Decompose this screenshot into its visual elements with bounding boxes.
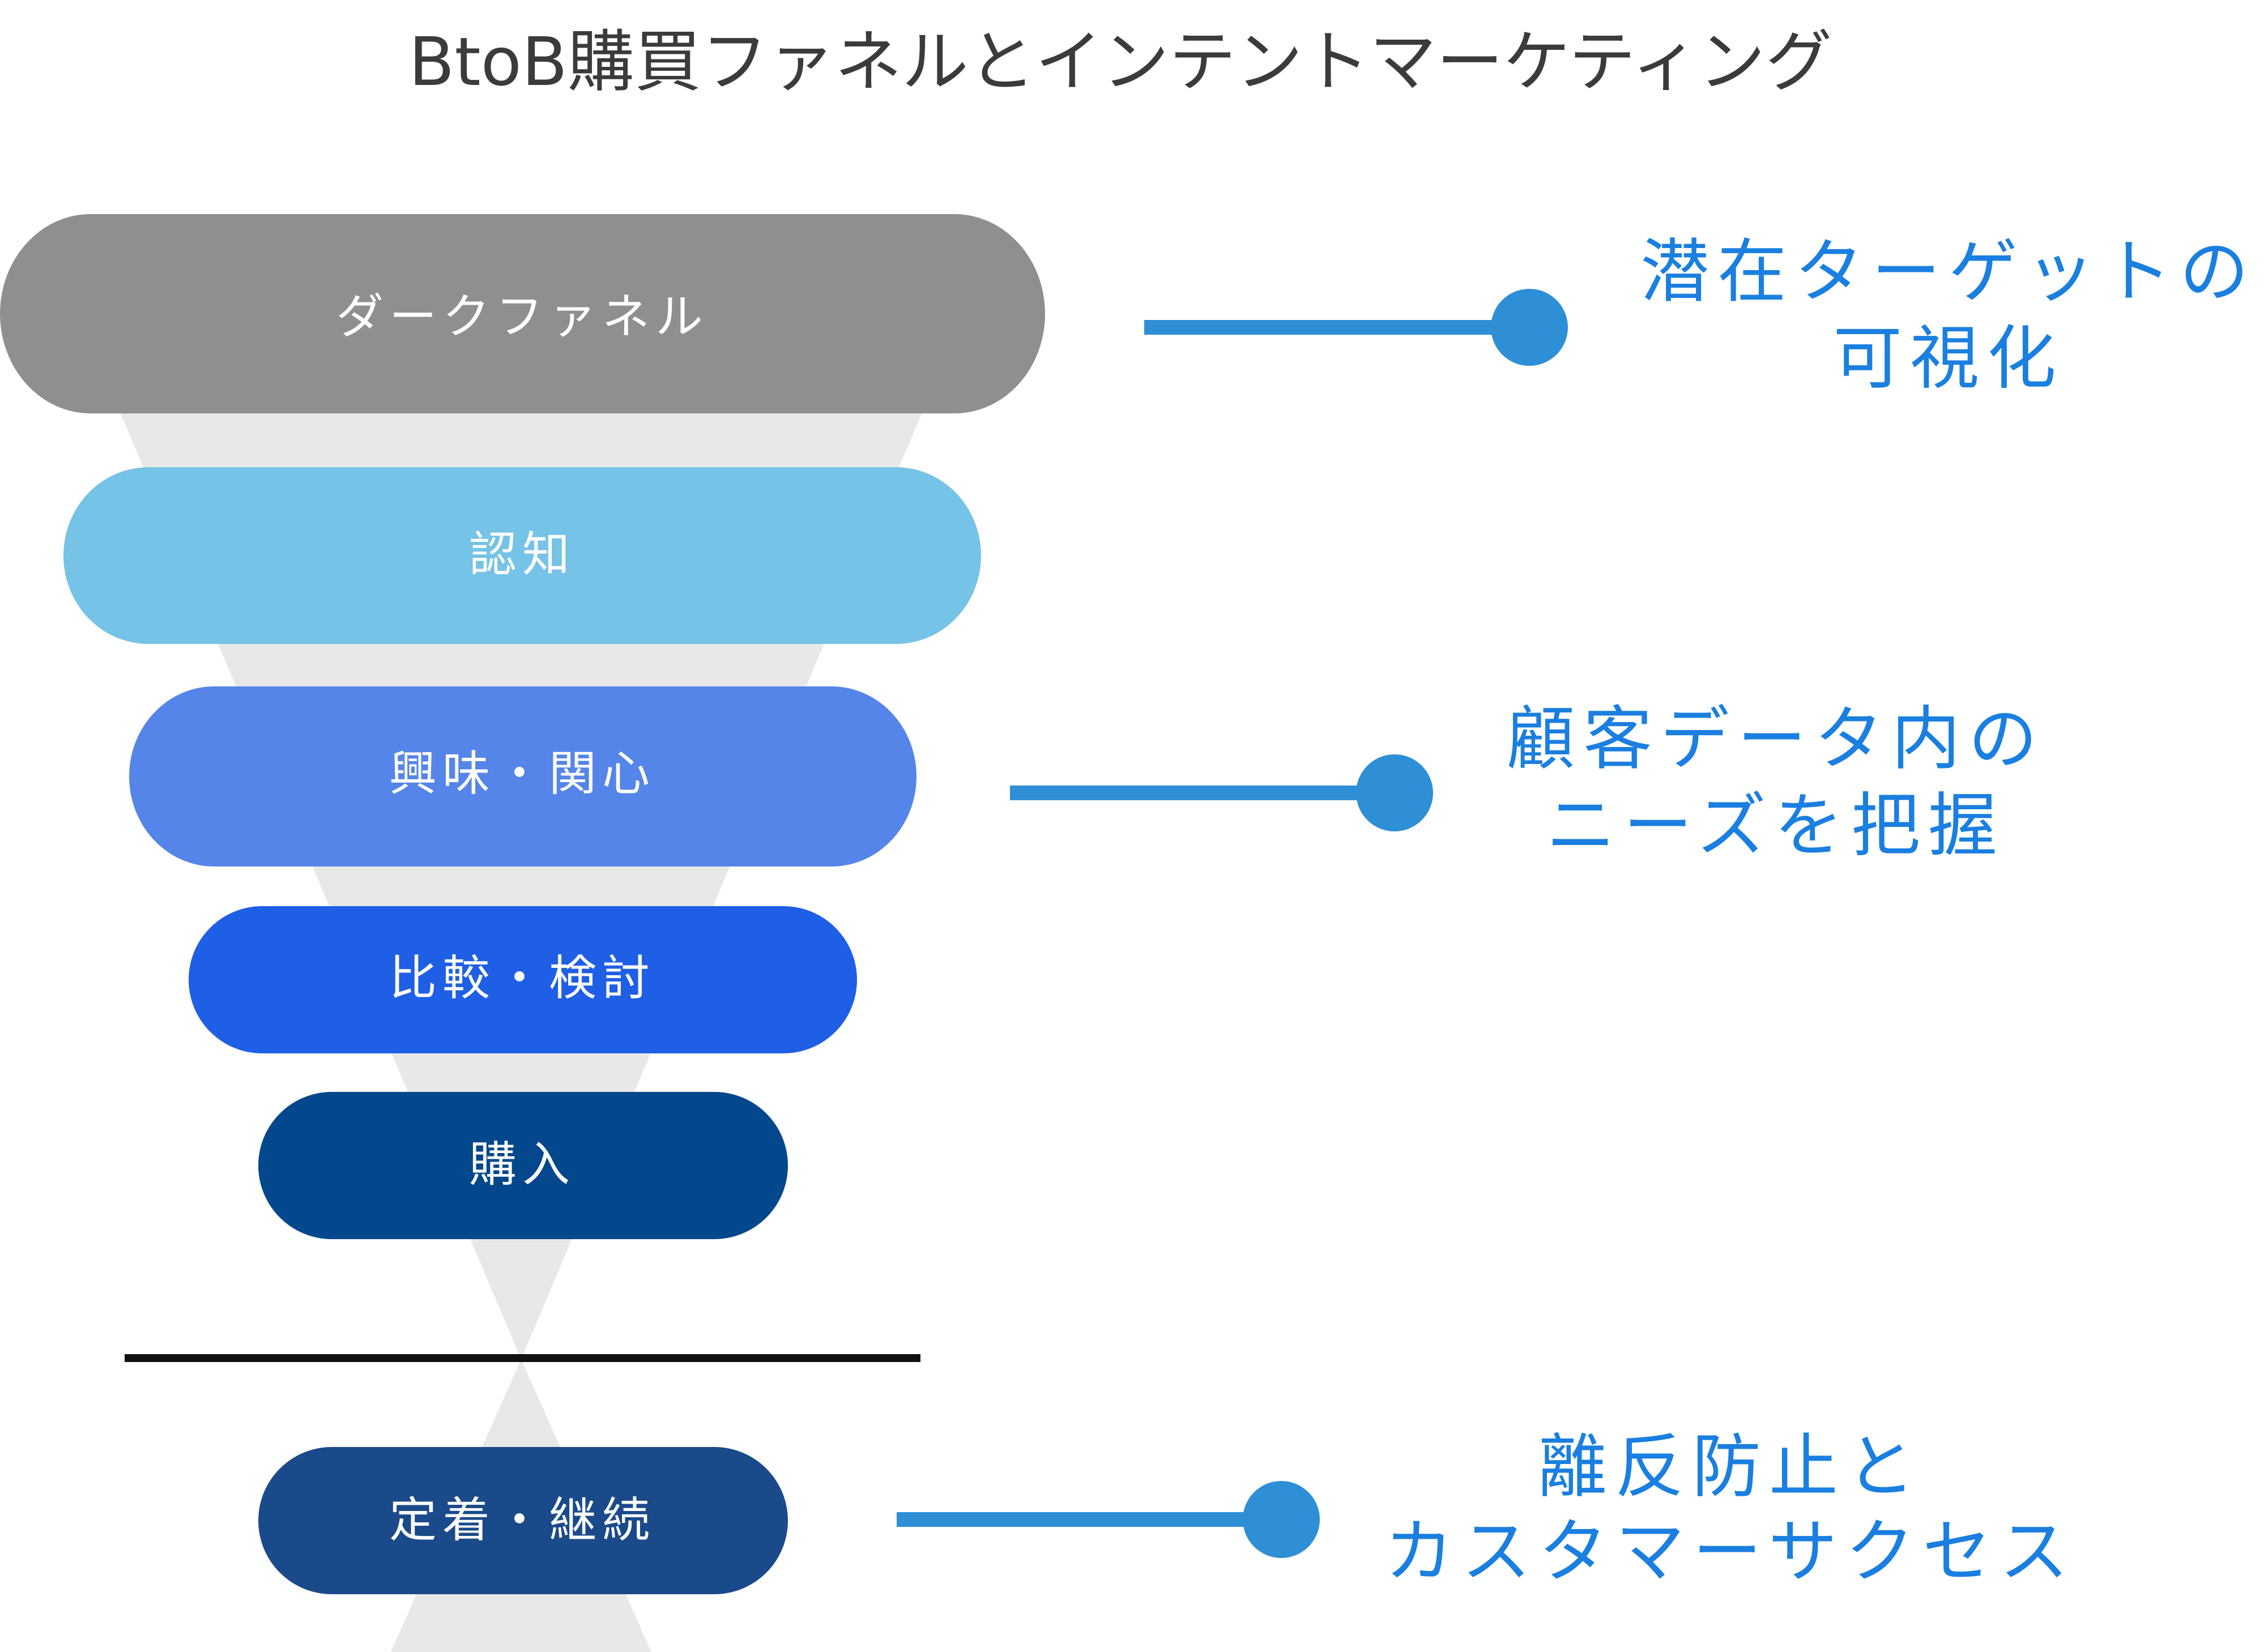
page-title: BtoB購買ファネルとインテントマーケティング — [409, 23, 1832, 101]
stage-label: 興味・関心 — [389, 746, 655, 801]
callout-latent-target: 潜在ターゲットの 可視化 — [1640, 232, 2257, 399]
stage-label: 購入 — [469, 1137, 575, 1192]
stage-label: 定着・継続 — [389, 1492, 655, 1548]
callout-line: 潜在ターゲットの — [1640, 232, 2257, 312]
callout-line: 可視化 — [1833, 318, 2064, 399]
funnel-stage-comparison: 比較・検討 — [189, 906, 857, 1053]
connector-3 — [897, 1481, 1320, 1558]
connector-1 — [1144, 289, 1568, 366]
stage-pill — [258, 1447, 788, 1594]
callout-churn-prevention: 離反防止と カスタマーサクセス — [1384, 1427, 2077, 1592]
connector-2 — [1010, 754, 1433, 831]
callout-line: 離反防止と — [1538, 1427, 1923, 1507]
callout-line: ニーズを把握 — [1546, 786, 2005, 866]
connector-dot — [1243, 1481, 1320, 1558]
stage-pill — [129, 686, 916, 866]
callout-line: カスタマーサクセス — [1384, 1512, 2077, 1592]
stage-label: 比較・検討 — [389, 950, 655, 1006]
callout-customer-needs: 顧客データ内の ニーズを把握 — [1506, 699, 2045, 866]
stage-label: 認知 — [469, 527, 575, 582]
funnel-stage-interest: 興味・関心 — [129, 686, 916, 866]
funnel-stage-retention: 定着・継続 — [258, 1447, 788, 1594]
stage-pill — [63, 467, 981, 644]
stage-pill — [0, 214, 1045, 413]
funnel-stage-dark-funnel: ダークファネル — [0, 214, 1045, 413]
funnel-stage-awareness: 認知 — [63, 467, 981, 644]
callout-line: 顧客データ内の — [1506, 699, 2045, 779]
stage-label: ダークファネル — [336, 289, 709, 344]
stage-pill — [189, 906, 857, 1053]
connector-dot — [1491, 289, 1568, 366]
funnel-stage-purchase: 購入 — [258, 1092, 788, 1239]
stage-pill — [258, 1092, 788, 1239]
connector-dot — [1356, 754, 1433, 831]
